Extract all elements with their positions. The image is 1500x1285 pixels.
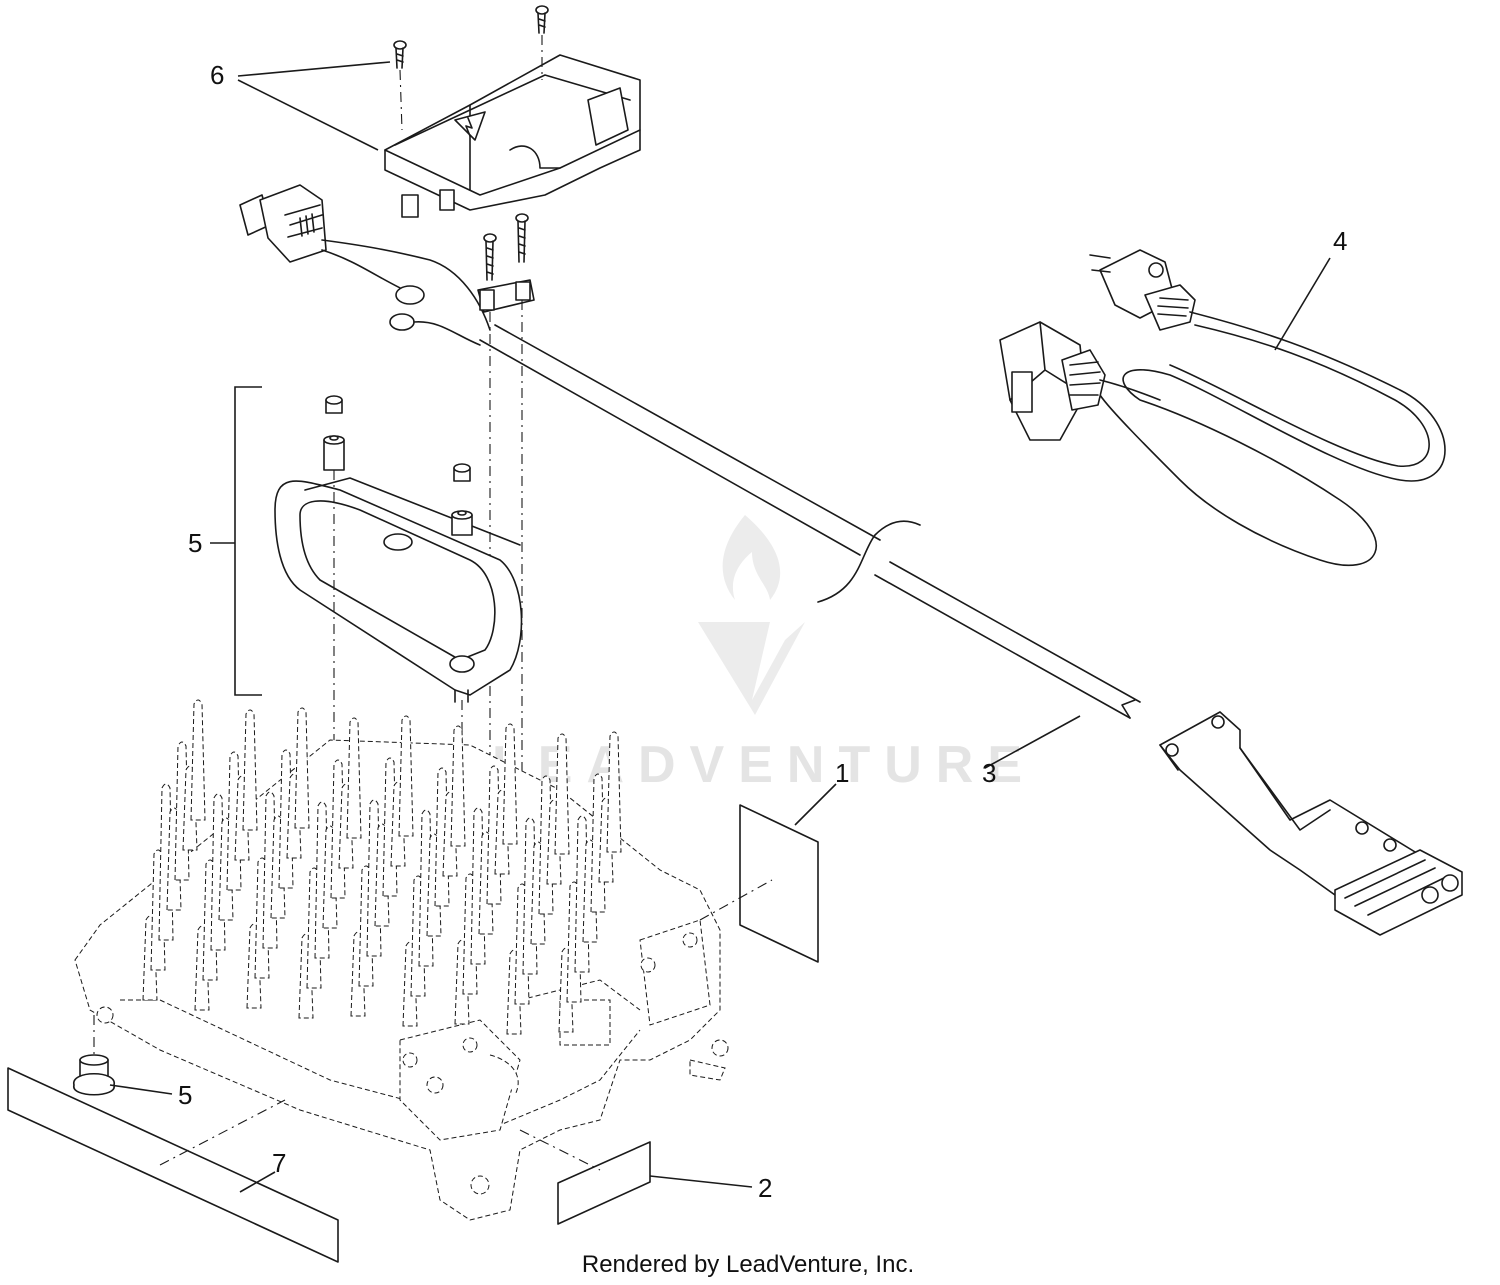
callout-3: 3 [982,758,996,788]
heatsink-pin [190,699,206,821]
credit-text: Rendered by LeadVenture, Inc. [582,1251,914,1278]
label-part-1 [699,804,819,963]
callout-4: 4 [1333,226,1347,256]
heatsink-pin [398,715,414,837]
leader-lines [109,61,1331,1193]
bracket-bolt-b [451,463,473,536]
screw-right [535,5,549,34]
power-cord-part-4 [999,249,1446,566]
heatsink-pin [450,725,466,847]
heatsink-pin [346,717,362,839]
callout-6: 6 [210,60,224,90]
harness-connector [239,184,491,346]
charger-body [74,699,729,1221]
clamp-screw-a [483,233,497,281]
label-part-2 [519,1129,651,1225]
bumper-part-5 [73,1015,115,1096]
callout-1: 1 [835,758,849,788]
cover-part-6 [384,5,641,218]
heatsink-pins [142,699,622,1035]
heatsink-pin [294,707,310,829]
callout-2: 2 [758,1173,772,1203]
screw-left [393,40,407,69]
callout-5-bracket: 5 [188,528,202,558]
heatsink-pin [606,731,622,853]
watermark-logo: LEADVENTURE [492,515,1036,794]
watermark-text: LEADVENTURE [492,736,1036,794]
cable-part-3 [479,324,1463,936]
clamp-screw-b [515,213,529,263]
callout-7: 7 [272,1148,286,1178]
label-part-7 [7,1067,339,1263]
heatsink-pin [502,723,518,845]
heatsink-pin [554,733,570,855]
bracket-bolt-a [323,395,345,471]
callout-5-bumper: 5 [178,1080,192,1110]
heatsink-pin [242,709,258,831]
